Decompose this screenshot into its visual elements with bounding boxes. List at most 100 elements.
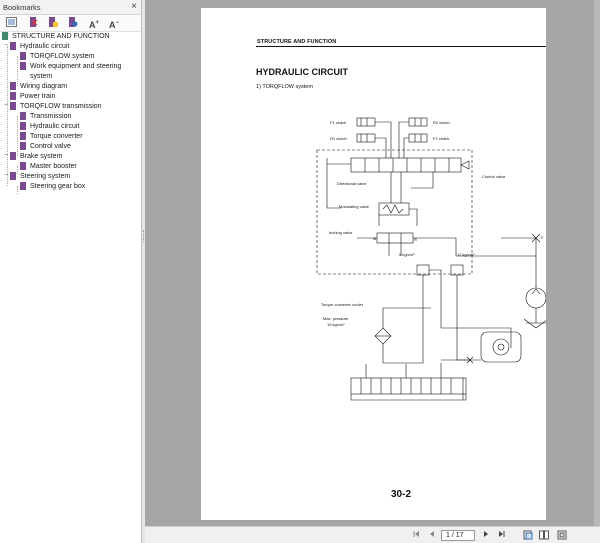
bookmark-item[interactable]: − Steering system — [2, 172, 70, 182]
collapse-toggle-icon[interactable]: − — [3, 42, 9, 49]
bookmark-label: STRUCTURE AND FUNCTION — [12, 33, 110, 40]
page-header: STRUCTURE AND FUNCTION — [257, 39, 337, 45]
bookmark-item[interactable]: Steering gear box — [20, 182, 85, 192]
bookmark-icon — [10, 172, 17, 181]
bookmark-label: Power train — [20, 93, 56, 100]
control-valve-outline — [316, 149, 473, 275]
expand-icon[interactable] — [67, 17, 79, 29]
fit-page-icon[interactable] — [557, 530, 567, 540]
bookmark-icon — [20, 182, 27, 191]
clutch-symbol — [408, 133, 428, 143]
bookmark-label: Transmission — [30, 113, 72, 120]
bookmark-item-continued[interactable]: system — [30, 72, 52, 82]
decrease-text-icon[interactable]: A− — [108, 20, 119, 30]
bookmark-item[interactable]: Torque converter — [20, 132, 83, 142]
next-page-icon[interactable] — [481, 530, 491, 540]
bookmark-item[interactable]: Transmission — [20, 112, 71, 122]
bookmarks-panel: Bookmarks × A+ A− STRUCTURE AND FUNCTION… — [0, 0, 142, 543]
bookmark-label: Steering gear box — [30, 183, 86, 190]
bookmark-icon — [20, 62, 27, 71]
label-control-valve: Control valve — [482, 174, 506, 179]
label-r2-clutch: R2 clutch — [433, 120, 450, 125]
bookmarks-title: Bookmarks — [3, 3, 41, 12]
bookmark-item[interactable]: − Hydraulic circuit — [2, 42, 69, 52]
page-heading: HYDRAULIC CIRCUIT — [256, 67, 348, 77]
label-cooler: Torque converter cooler — [321, 302, 364, 307]
label-r: R — [414, 237, 417, 242]
bookmark-label: system — [30, 73, 53, 80]
bookmark-label: Hydraulic circuit — [20, 43, 70, 50]
torque-converter — [480, 331, 522, 363]
inching-valve — [376, 232, 414, 244]
bookmark-label: TORQFLOW system — [30, 53, 95, 60]
clutch-symbol — [408, 117, 428, 127]
relief-valve — [450, 264, 464, 276]
collapse-toggle-icon[interactable]: − — [3, 172, 9, 179]
page-number-field[interactable]: 1 / 17 — [441, 530, 475, 541]
previous-page-icon[interactable] — [427, 530, 437, 540]
last-page-icon[interactable] — [497, 530, 507, 540]
bookmark-label: Work equipment and steering — [30, 63, 122, 70]
label-max-pressure: Max. pressure — [323, 316, 349, 321]
bookmark-icon — [20, 112, 27, 121]
bookmark-icon — [2, 32, 9, 41]
bookmark-label: Torque converter — [30, 133, 83, 140]
label-pressure-5: 5 kg/cm² — [399, 252, 415, 257]
two-page-view-icon[interactable] — [539, 530, 549, 540]
bookmark-icon — [20, 142, 27, 151]
splitter-grip-icon[interactable] — [143, 230, 144, 242]
bookmark-item[interactable]: STRUCTURE AND FUNCTION — [2, 32, 110, 42]
bookmark-item[interactable]: Wiring diagram — [10, 82, 67, 92]
hydraulic-schematic: F1 clutch R1 clutch R2 clutch F2 clutch … — [316, 117, 546, 401]
close-icon[interactable]: × — [131, 1, 137, 12]
bookmark-item[interactable]: Control valve — [20, 142, 71, 152]
pump-symbol — [525, 287, 546, 309]
panel-splitter[interactable] — [142, 0, 145, 543]
first-page-icon[interactable] — [411, 530, 421, 540]
modulating-valve — [378, 202, 410, 216]
directional-valve-spool — [350, 157, 462, 173]
bookmark-icon — [20, 132, 27, 141]
single-page-view-icon[interactable] — [523, 530, 533, 540]
bookmark-icon — [20, 122, 27, 131]
options-icon[interactable] — [5, 17, 17, 29]
collapse-toggle-icon[interactable]: − — [3, 152, 9, 159]
label-directional-valve: Directional valve — [337, 181, 367, 186]
label-m: M — [373, 236, 376, 241]
bookmark-item[interactable]: − Brake system — [2, 152, 62, 162]
bookmark-icon — [10, 92, 17, 101]
page-navigation-bar: 1 / 17 — [145, 526, 600, 543]
label-max-pressure-value: 10 kg/cm² — [327, 322, 345, 327]
document-viewport[interactable]: STRUCTURE AND FUNCTION HYDRAULIC CIRCUIT… — [145, 0, 600, 543]
delete-icon[interactable] — [27, 17, 39, 29]
label-f2-clutch: F2 clutch — [433, 136, 449, 141]
bookmark-icon — [10, 102, 17, 111]
clutch-symbol — [356, 117, 376, 127]
clutch-pack-row — [350, 377, 467, 395]
bookmark-item[interactable]: Master booster — [20, 162, 77, 172]
bookmark-label: Control valve — [30, 143, 71, 150]
bookmark-label: Master booster — [30, 163, 77, 170]
bookmark-item[interactable]: Power train — [10, 92, 55, 102]
label-f: F — [541, 235, 544, 240]
bookmark-item[interactable]: Work equipment and steering — [20, 62, 121, 72]
bookmarks-header: Bookmarks × — [0, 0, 141, 15]
bookmark-icon — [20, 162, 27, 171]
increase-text-icon[interactable]: A+ — [88, 20, 99, 30]
bookmark-item[interactable]: − TORQFLOW transmission — [2, 102, 102, 112]
bookmark-label: Brake system — [20, 153, 63, 160]
label-r1-clutch: R1 clutch — [330, 136, 347, 141]
bookmark-label: Steering system — [20, 173, 71, 180]
page-number: 30-2 — [391, 489, 412, 500]
clutch-symbol — [356, 133, 376, 143]
collapse-toggle-icon[interactable]: − — [3, 102, 9, 109]
bookmark-label: TORQFLOW transmission — [20, 103, 102, 110]
vertical-scrollbar[interactable] — [594, 0, 600, 543]
header-rule — [256, 46, 546, 47]
bookmark-item[interactable]: TORQFLOW system — [20, 52, 94, 62]
bookmark-item[interactable]: Hydraulic circuit — [20, 122, 79, 132]
relief-valve — [416, 264, 430, 276]
bookmark-label: Wiring diagram — [20, 83, 68, 90]
bookmarks-toolbar: A+ A− — [0, 15, 141, 32]
new-bookmark-icon[interactable] — [47, 17, 59, 29]
